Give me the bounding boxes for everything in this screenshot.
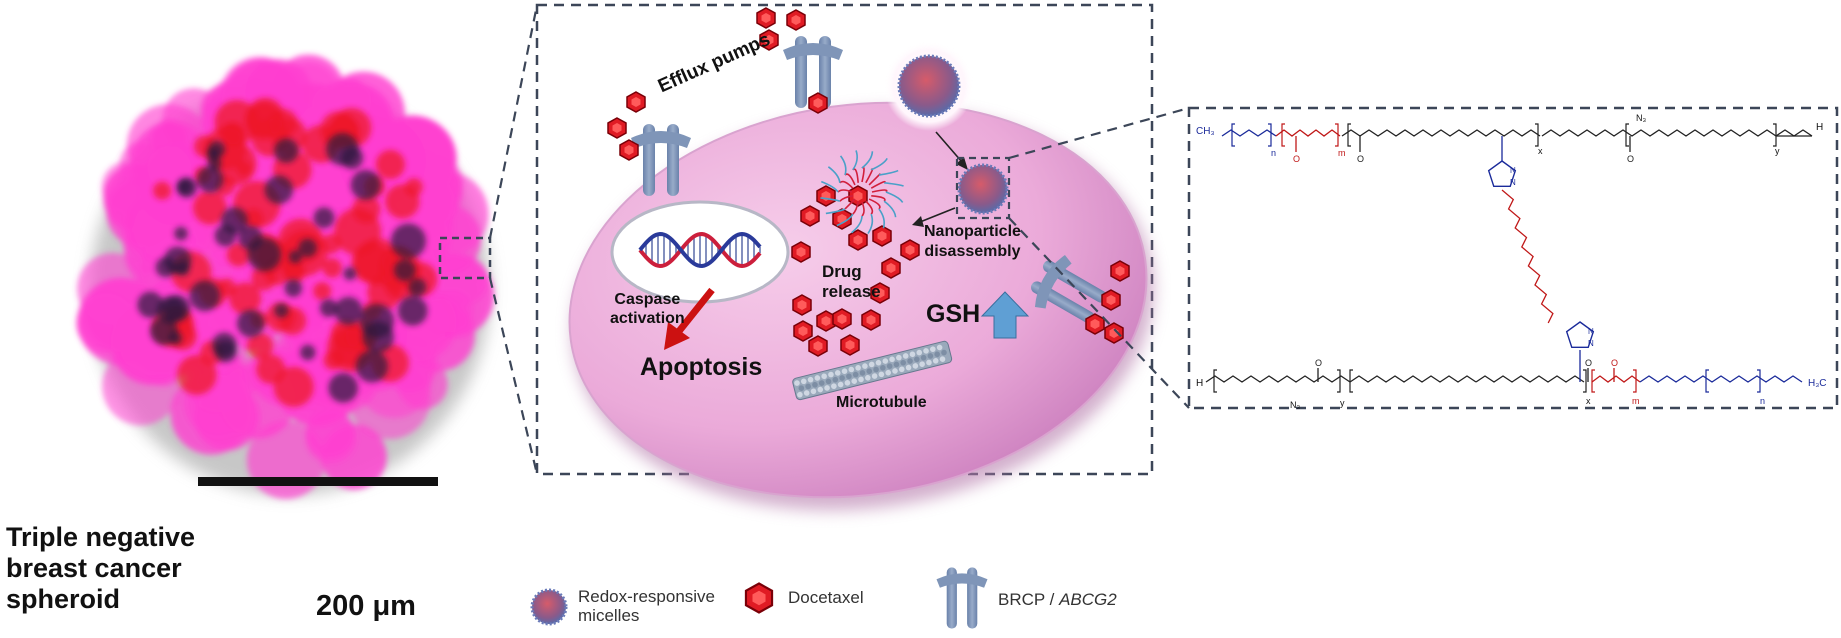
svg-text:N: N — [1510, 166, 1516, 175]
gsh-label: GSH — [926, 300, 981, 328]
apoptosis-label: Apoptosis — [640, 353, 763, 381]
chem-n-bottom: n — [1760, 396, 1766, 406]
micelle-zoom-box — [955, 156, 1011, 220]
microtubule-icon — [792, 340, 953, 401]
chem-x-top: x — [1538, 146, 1543, 156]
zoom-line-bottom — [488, 277, 539, 475]
nanoparticle-disassembly-label: Nanoparticle disassembly — [924, 223, 1021, 260]
svg-text:N: N — [1510, 178, 1516, 187]
scale-bar — [198, 477, 438, 486]
chem-n3-bottom: N₃ — [1290, 400, 1301, 410]
chem-y-bottom: y — [1340, 398, 1345, 408]
spheroid-image — [76, 54, 495, 500]
legend-micelle-icon — [530, 588, 568, 626]
chem-n-left: n — [1271, 148, 1277, 158]
cell-panel-frame — [535, 3, 1154, 476]
micelle-outside — [897, 54, 961, 118]
gsh-arrow — [980, 291, 1030, 339]
svg-text:O: O — [1357, 154, 1364, 164]
spheroid-caption: Triple negative breast cancer spheroid — [6, 522, 196, 614]
svg-text:O: O — [1627, 154, 1634, 164]
chem-x-bottom: x — [1586, 396, 1591, 406]
chem-y-top: y — [1775, 146, 1780, 156]
legend-pump-icon — [936, 567, 988, 629]
svg-text:O: O — [1585, 358, 1592, 368]
chemistry-panel-frame — [1187, 106, 1839, 410]
legend-docetaxel-label: Docetaxel — [788, 588, 864, 607]
zoom-line-chem-top — [1008, 106, 1190, 160]
chem-m-bottom: m — [1632, 396, 1640, 406]
dna-icon — [638, 231, 762, 269]
chem-m-left: m — [1338, 148, 1346, 158]
spheroid-zoom-box — [438, 236, 492, 280]
chem-ch3-right: H₃C — [1808, 378, 1827, 389]
chem-h-bottom: H — [1196, 378, 1204, 389]
chem-ch3-left: CH₃ — [1196, 126, 1215, 137]
disassembled-micelle — [820, 150, 904, 235]
svg-text:N: N — [1588, 327, 1594, 336]
zoom-line-top — [488, 4, 539, 239]
caspase-arrow — [673, 287, 715, 338]
drug-release-label: Drug release — [822, 262, 881, 301]
svg-text:O: O — [1611, 358, 1618, 368]
scale-bar-label: 200 μm — [316, 590, 416, 622]
legend-micelles-label: Redox-responsive micelles — [578, 587, 716, 625]
caspase-label: Caspase activation — [610, 291, 685, 327]
microtubule-label: Microtubule — [836, 394, 927, 411]
legend-brcp-label: BRCP / ABCG2 — [998, 590, 1117, 609]
micelle-inside — [957, 163, 1009, 215]
legend-docetaxel-icon — [744, 582, 774, 614]
svg-text:O: O — [1315, 358, 1322, 368]
svg-text:O: O — [1293, 154, 1300, 164]
zoom-line-chem-bottom — [1008, 217, 1190, 409]
chem-n3-top: N₃ — [1636, 113, 1647, 123]
svg-text:N: N — [1588, 339, 1594, 348]
chem-h-top: H — [1816, 122, 1824, 133]
